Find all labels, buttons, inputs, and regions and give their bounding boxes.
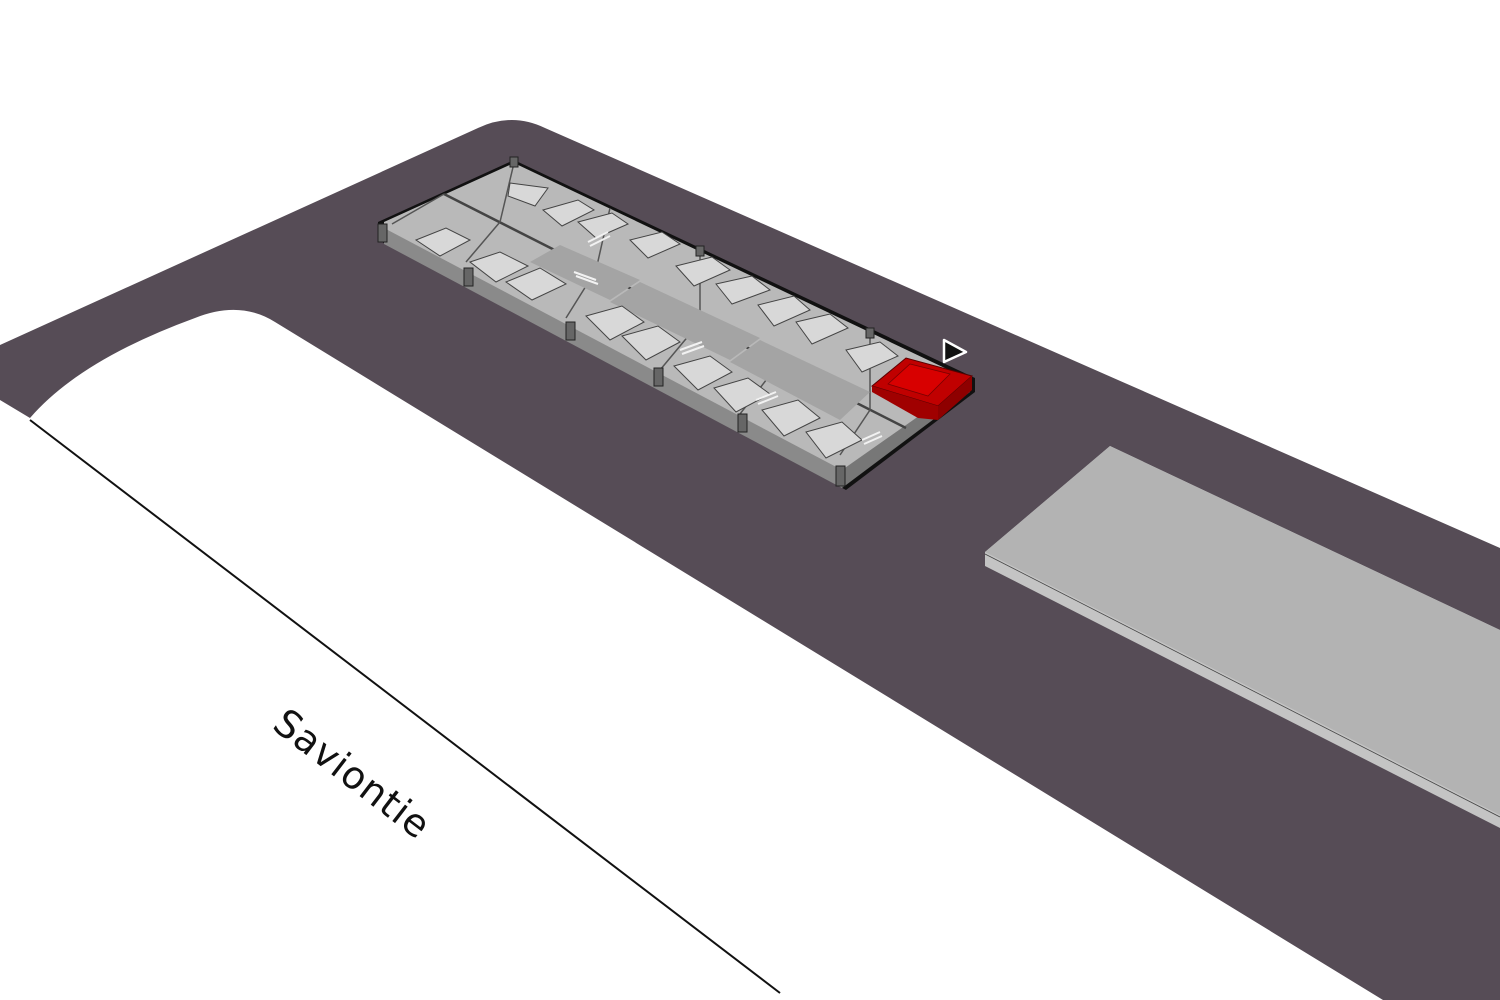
entrance-marker-icon xyxy=(942,338,968,364)
adjacent-slab xyxy=(984,446,1500,828)
building-row xyxy=(377,156,975,490)
plaza-ground xyxy=(0,120,1500,1000)
street-line xyxy=(29,419,781,994)
highlighted-unit xyxy=(870,357,974,420)
